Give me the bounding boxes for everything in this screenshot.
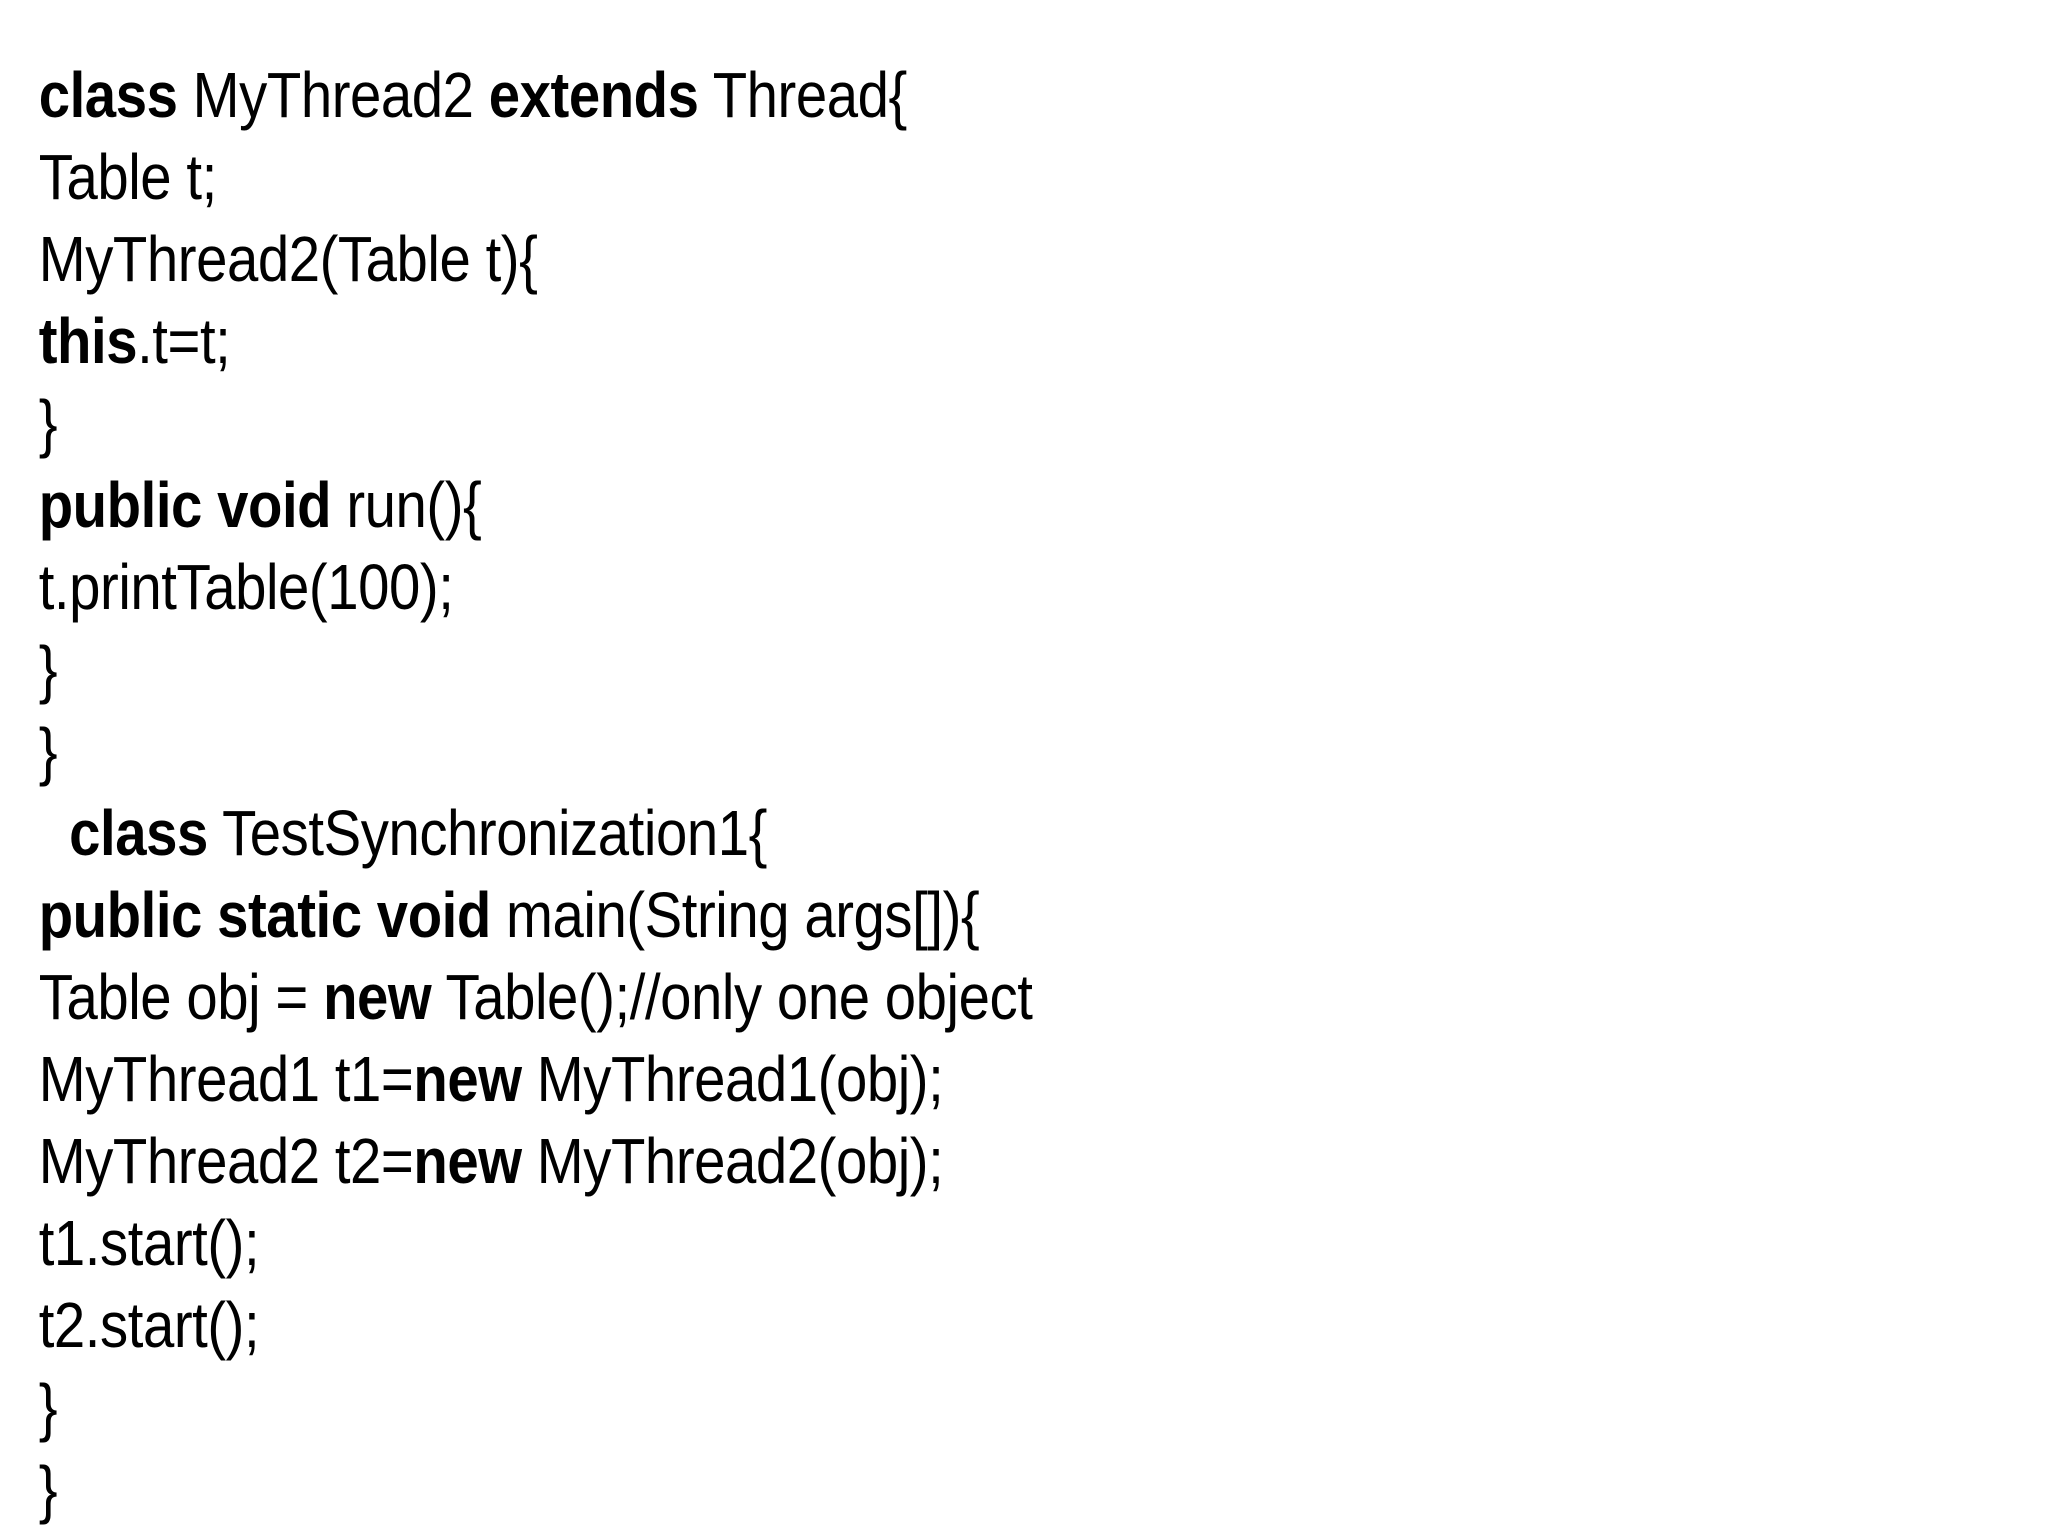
code-segment: class	[38, 59, 178, 131]
code-line: }	[39, 1366, 1033, 1448]
code-segment: Thread{	[698, 59, 908, 131]
code-line: this.t=t;	[39, 300, 1033, 382]
code-segment: MyThread1(obj);	[521, 1043, 944, 1115]
code-segment: t1.start();	[38, 1207, 260, 1279]
code-line: class MyThread2 extends Thread{	[39, 54, 1033, 136]
code-line: MyThread2(Table t){	[39, 218, 1033, 300]
code-segment: TestSynchronization1{	[207, 797, 767, 869]
code-segment: new	[413, 1043, 522, 1115]
code-segment: this	[38, 305, 138, 377]
code-line: t.printTable(100);	[39, 546, 1033, 628]
code-segment: extends	[488, 59, 699, 131]
code-segment: new	[413, 1125, 522, 1197]
code-segment: public void	[38, 469, 332, 541]
code-segment: Table obj =	[38, 961, 324, 1033]
code-segment: MyThread1 t1=	[38, 1043, 414, 1115]
code-segment	[39, 797, 69, 869]
code-segment: }	[38, 1371, 58, 1443]
code-line: MyThread1 t1=new MyThread1(obj);	[39, 1038, 1033, 1120]
code-segment: MyThread2(Table t){	[38, 223, 538, 295]
code-segment: }	[38, 633, 58, 705]
code-line: t2.start();	[39, 1284, 1033, 1366]
code-segment: Table t;	[38, 141, 218, 213]
code-segment: MyThread2(obj);	[521, 1125, 944, 1197]
code-line: class TestSynchronization1{	[39, 792, 1033, 874]
code-segment: new	[323, 961, 432, 1033]
code-block: class MyThread2 extends Thread{Table t;M…	[39, 54, 1033, 1530]
code-line: }	[39, 628, 1033, 710]
code-segment: MyThread2 t2=	[38, 1125, 414, 1197]
code-segment: t2.start();	[38, 1289, 260, 1361]
code-line: }	[39, 382, 1033, 464]
code-segment: }	[38, 1453, 58, 1525]
code-line: MyThread2 t2=new MyThread2(obj);	[39, 1120, 1033, 1202]
code-line: Table t;	[39, 136, 1033, 218]
code-segment: MyThread2	[177, 59, 489, 131]
code-segment: }	[38, 387, 58, 459]
code-segment: public static void	[38, 879, 492, 951]
code-line: }	[39, 710, 1033, 792]
code-segment: main(String args[]){	[490, 879, 980, 951]
code-line: t1.start();	[39, 1202, 1033, 1284]
code-line: public void run(){	[39, 464, 1033, 546]
code-segment: .t=t;	[137, 305, 231, 377]
code-segment: run(){	[331, 469, 482, 541]
code-line: public static void main(String args[]){	[39, 874, 1033, 956]
code-segment: t.printTable(100);	[38, 551, 454, 623]
code-line: Table obj = new Table();//only one objec…	[39, 956, 1033, 1038]
code-segment: class	[69, 797, 208, 869]
code-segment: }	[38, 715, 58, 787]
code-segment: Table();//only one object	[431, 961, 1033, 1033]
code-line: }	[39, 1448, 1033, 1530]
